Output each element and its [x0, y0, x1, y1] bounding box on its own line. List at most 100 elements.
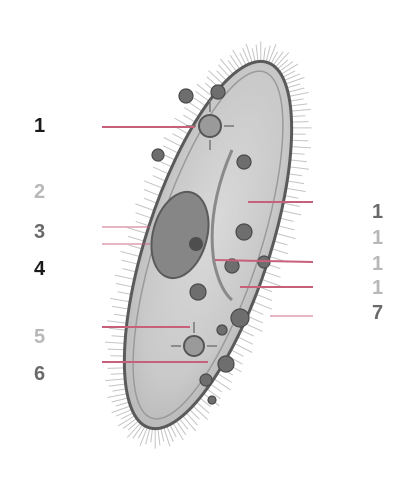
cilium [113, 389, 127, 391]
micronucleus [189, 237, 203, 251]
cilium [164, 138, 182, 147]
cilium [184, 108, 198, 117]
cilium [279, 62, 293, 72]
cilium [115, 275, 134, 279]
cilium [144, 190, 160, 196]
cilium [118, 416, 135, 426]
cilium [217, 373, 231, 382]
cilium [112, 336, 126, 337]
cilium [292, 122, 309, 123]
cilium [158, 428, 160, 445]
cilium [280, 218, 294, 221]
cilium [288, 88, 305, 92]
label-right-7: 7 [372, 303, 383, 323]
cilium [144, 198, 157, 203]
cilium [129, 245, 143, 249]
cilium [231, 350, 243, 357]
cilium [136, 213, 152, 219]
cilium [210, 384, 222, 392]
cilium [262, 279, 281, 286]
cilium [108, 349, 125, 350]
cilium [285, 196, 299, 199]
cilium [246, 44, 252, 63]
cilium [291, 109, 311, 111]
cilium [193, 406, 208, 420]
cilium [291, 116, 305, 117]
cilium [151, 428, 153, 442]
cilium [233, 50, 243, 67]
cilium [241, 330, 254, 336]
cilium [183, 115, 195, 122]
cilium [256, 45, 258, 62]
cilium [128, 236, 144, 241]
cilium [116, 402, 129, 406]
cilium [230, 55, 240, 69]
cilium [112, 306, 129, 309]
cilium [164, 427, 170, 446]
cilium [136, 222, 149, 226]
cilium [287, 181, 304, 184]
cilium [108, 368, 125, 369]
cilium [218, 65, 230, 78]
cilium [253, 302, 272, 310]
cilium [109, 384, 126, 386]
cilium [281, 64, 298, 74]
cilium [186, 413, 198, 426]
cilium [290, 104, 307, 106]
cilium [118, 292, 132, 295]
cilium [274, 241, 288, 245]
cilium [247, 316, 263, 323]
cilium [110, 298, 130, 301]
cilium [283, 203, 300, 207]
cilium [121, 251, 140, 256]
cilium [291, 153, 305, 154]
cilium [278, 226, 295, 230]
cilium [173, 134, 185, 141]
cilium [161, 428, 164, 442]
cilium [123, 418, 137, 428]
cilium [289, 93, 309, 97]
label-left-4: 4 [34, 259, 45, 279]
cilium [128, 228, 147, 234]
cilium [163, 146, 178, 154]
cilium [183, 416, 196, 431]
cilium [153, 167, 169, 174]
cilium [289, 167, 309, 169]
cilium [144, 181, 163, 189]
cilium [282, 211, 302, 215]
cilium [256, 294, 272, 300]
cilium [264, 48, 266, 62]
cilium [109, 328, 126, 330]
cilium [135, 204, 154, 211]
cilium [123, 269, 137, 272]
cilium [220, 59, 233, 74]
cilium [194, 98, 206, 106]
label-left-6: 6 [34, 364, 45, 384]
cilium [238, 337, 253, 345]
cilium [276, 233, 295, 238]
label-right-1c: 1 [372, 254, 383, 274]
cilium [291, 147, 311, 148]
cilium [105, 342, 125, 343]
cilium [250, 309, 263, 314]
cilium [122, 260, 139, 264]
label-right-1d: 1 [372, 278, 383, 298]
cilium [173, 423, 183, 440]
cilium [290, 160, 307, 162]
cilium [208, 71, 223, 85]
cilium [290, 99, 304, 101]
label-right-1a: 1 [372, 202, 383, 222]
cilium [286, 188, 306, 191]
cilium [107, 321, 127, 323]
cilium [153, 176, 166, 181]
label-left-1: 1 [34, 116, 45, 136]
cilium [128, 421, 139, 430]
cilium [252, 48, 255, 62]
cilium [114, 314, 128, 316]
label-right-1b: 1 [372, 228, 383, 248]
cilium [288, 174, 302, 176]
cilium [105, 379, 125, 381]
cilium [291, 140, 308, 141]
label-left-5: 5 [34, 327, 45, 347]
